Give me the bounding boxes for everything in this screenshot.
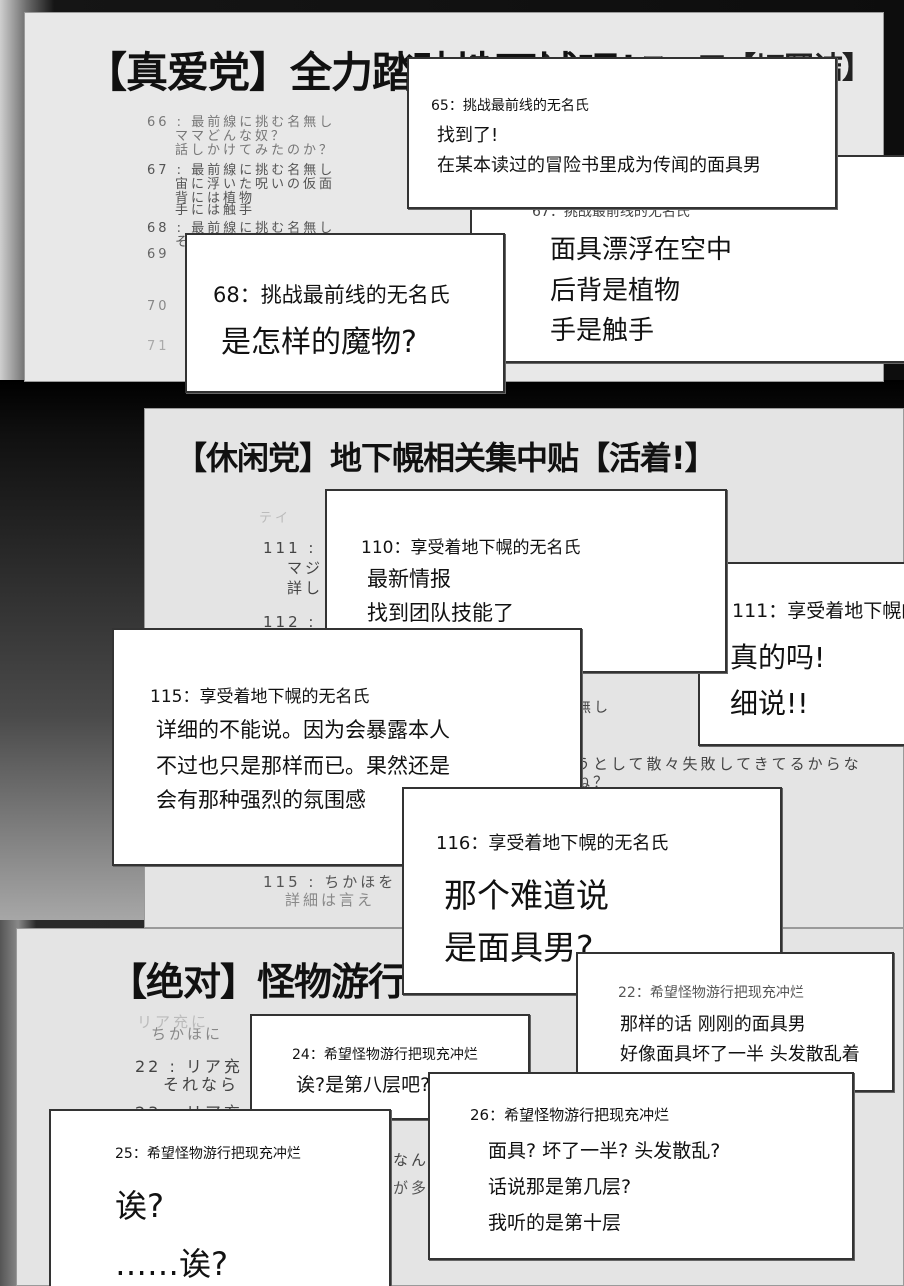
reply-line: 面具漂浮在空中 [550,235,733,265]
reply-line: 诶?是第八层吧? [296,1074,431,1096]
reply-header-110: 110：享受着地下幌的无名氏 [361,538,581,558]
reply-header-65: 65：挑战最前线的无名氏 [431,98,589,114]
bg-post-115-line: 詳細は言え [285,891,376,909]
bg-post-mushi: 無し [577,700,611,716]
reply-line: 手是触手 [550,316,655,346]
reply-header-24: 24：希望怪物游行把现充冲烂 [292,1047,478,1063]
bg-post-115: 115 : ちかほを [263,873,397,891]
reply-box-65: 65：挑战最前线的无名氏 找到了! 在某本读过的冒险书里成为传闻的面具男 [407,57,837,209]
reply-line: 诶? [115,1187,164,1225]
reply-line: 我听的是第十层 [488,1212,622,1234]
reply-box-25: 25：希望怪物游行把现充冲烂 诶? ……诶? [49,1109,391,1286]
bg-post-67-line: 手には触手 [175,203,256,218]
reply-header-22: 22：希望怪物游行把现充冲烂 [618,985,804,1001]
reply-line: 好像面具坏了一半 头发散乱着 [620,1044,860,1065]
reply-line: 不过也只是那样而已。果然还是 [156,754,450,778]
bg-post-line: なん [393,1151,430,1169]
reply-header-115: 115：享受着地下幌的无名氏 [150,687,370,707]
bg-post-111-num: 111 : [263,539,317,557]
reply-line: ……诶? [115,1245,228,1283]
bg-post-67-line: 背には植物 [175,191,256,206]
reply-line: 会有那种强烈的氛围感 [156,788,366,812]
bg-post-66-line: ママどんな奴？ [175,129,288,144]
reply-line: 找到了! [437,125,499,146]
reply-line: 面具? 坏了一半? 头发散乱? [488,1140,721,1162]
reply-line: 详细的不能说。因为会暴露本人 [156,718,450,742]
bg-post-66-line: 話しかけてみたのか？ [175,143,336,158]
bg-post-line: うとして散々失敗してきてるからな [575,755,862,773]
bg-post-66: 66 : 最前線に挑む名無し [147,115,336,130]
bg-post-69-num: 69 [147,247,170,262]
reply-line: 后背是植物 [550,276,681,306]
reply-line: 话说那是第几层? [488,1176,632,1198]
bg-post-67-line: 宙に浮いた呪いの仮面 [175,177,336,192]
reply-header-111: 111：享受着地下幌的无名氏 [732,600,904,622]
reply-header-25: 25：希望怪物游行把现充冲烂 [115,1146,301,1162]
bg-post-111-line: マジ [287,559,324,577]
bg-post-67: 67 : 最前線に挑む名無し [147,163,336,178]
bg-post-112-num: 112 : [263,613,317,631]
reply-header-26: 26：希望怪物游行把现充冲烂 [470,1106,670,1124]
reply-header-116: 116：享受着地下幌的无名氏 [436,833,669,854]
reply-box-26: 26：希望怪物游行把现充冲烂 面具? 坏了一半? 头发散乱? 话说那是第几层? … [428,1072,854,1260]
reply-header-68: 68：挑战最前线的无名氏 [213,283,450,307]
reply-box-111: 111：享受着地下幌的无名氏 真的吗! 细说!! [698,562,904,746]
bg-post-line: ね？ [575,773,612,791]
reply-line: 在某本读过的冒险书里成为传闻的面具男 [437,155,761,176]
reply-box-22: 22：希望怪物游行把现充冲烂 那样的话 刚刚的面具男 好像面具坏了一半 头发散乱… [576,952,894,1092]
reply-line: 最新情报 [367,567,451,591]
bg-post-partial: テイ [259,511,292,526]
bg-post-line: が多 [393,1179,430,1197]
reply-line: 真的吗! [730,641,826,674]
reply-line: 是怎样的魔物? [221,325,417,360]
reply-line: 找到团队技能了 [367,601,514,625]
bg-post-22: 22 : リア充 [135,1057,243,1076]
reply-box-68: 68：挑战最前线的无名氏 是怎样的魔物? [185,233,505,393]
bg-post-111-line: 詳し [287,579,324,597]
reply-line: 那个难道说 [444,876,609,915]
bg-post-70-num: 70 [147,299,170,314]
bg-post-68: 68 : 最前線に挑む名無し [147,221,336,236]
thread-title-2: 【休闲党】地下幌相关集中贴【活着!】 [175,439,717,477]
thread-title-3: 【绝对】怪物游行 [109,960,406,1004]
reply-line: 那样的话 刚刚的面具男 [620,1014,806,1035]
bg-post-line: リア充に [137,1013,210,1031]
bg-post-22-line: それなら [163,1075,240,1094]
bg-post-71-num: 71 [147,339,170,354]
bg-post-line: ちかほに [151,1025,224,1043]
reply-line: 细说!! [730,687,809,720]
reply-line: 是面具男? [444,928,594,967]
